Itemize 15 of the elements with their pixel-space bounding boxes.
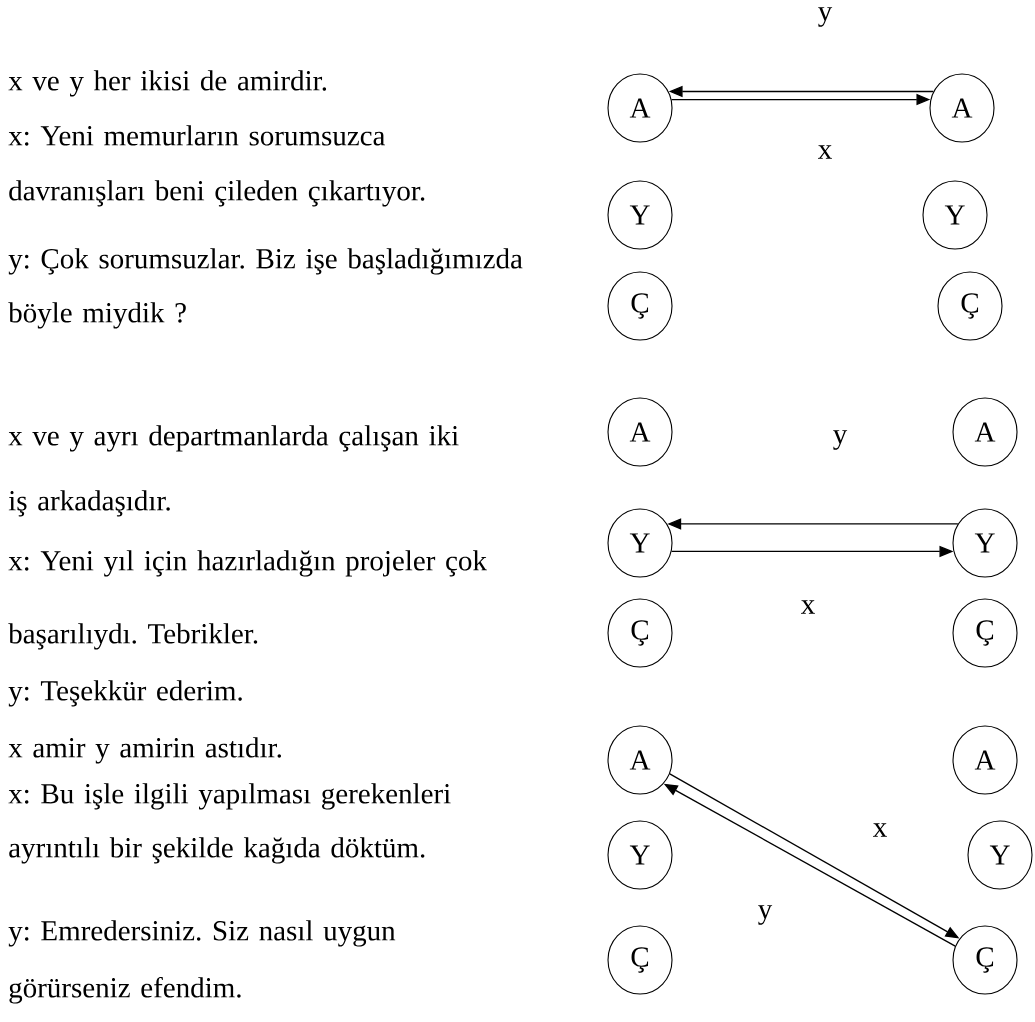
dialogue-text: x ve y ayrı departmanlarda çalışan iki iş arkadaşıdır.	[8, 425, 459, 517]
dialogue-text: x amir y amirin astıdır.	[8, 737, 281, 764]
edge-label: x	[816, 144, 834, 160]
dialogue-text: y: Emredersiniz. Siz nasıl uygun görürseniz efendim.	[8, 920, 396, 1004]
dialogue-text: y: Teşekkür ederim.	[8, 680, 242, 707]
dialogue-text: x: Bu işle ilgili yapılması gerekenleri ayrıntılı bir şekilde kağıda döktüm.	[8, 783, 451, 864]
edge-label: y	[756, 904, 774, 926]
edge-label: x	[871, 822, 889, 838]
dialogue-text: x: Yeni yıl için hazırladığın projeler çok başarılıydı. Tebrikler.	[8, 550, 487, 650]
edge-label: y	[816, 6, 834, 28]
dialogue-text: y: Çok sorumsuzlar. Biz işe başladığımızda böyle miydik ?	[8, 248, 523, 329]
dialogue-text: x: Yeni memurların sorumsuzca davranışları beni çileden çıkartıyor.	[8, 125, 425, 207]
dialogue-text: x ve y her ikisi de amirdir.	[8, 70, 327, 97]
edge-label: y	[831, 429, 849, 451]
edge-label: x	[799, 599, 817, 615]
